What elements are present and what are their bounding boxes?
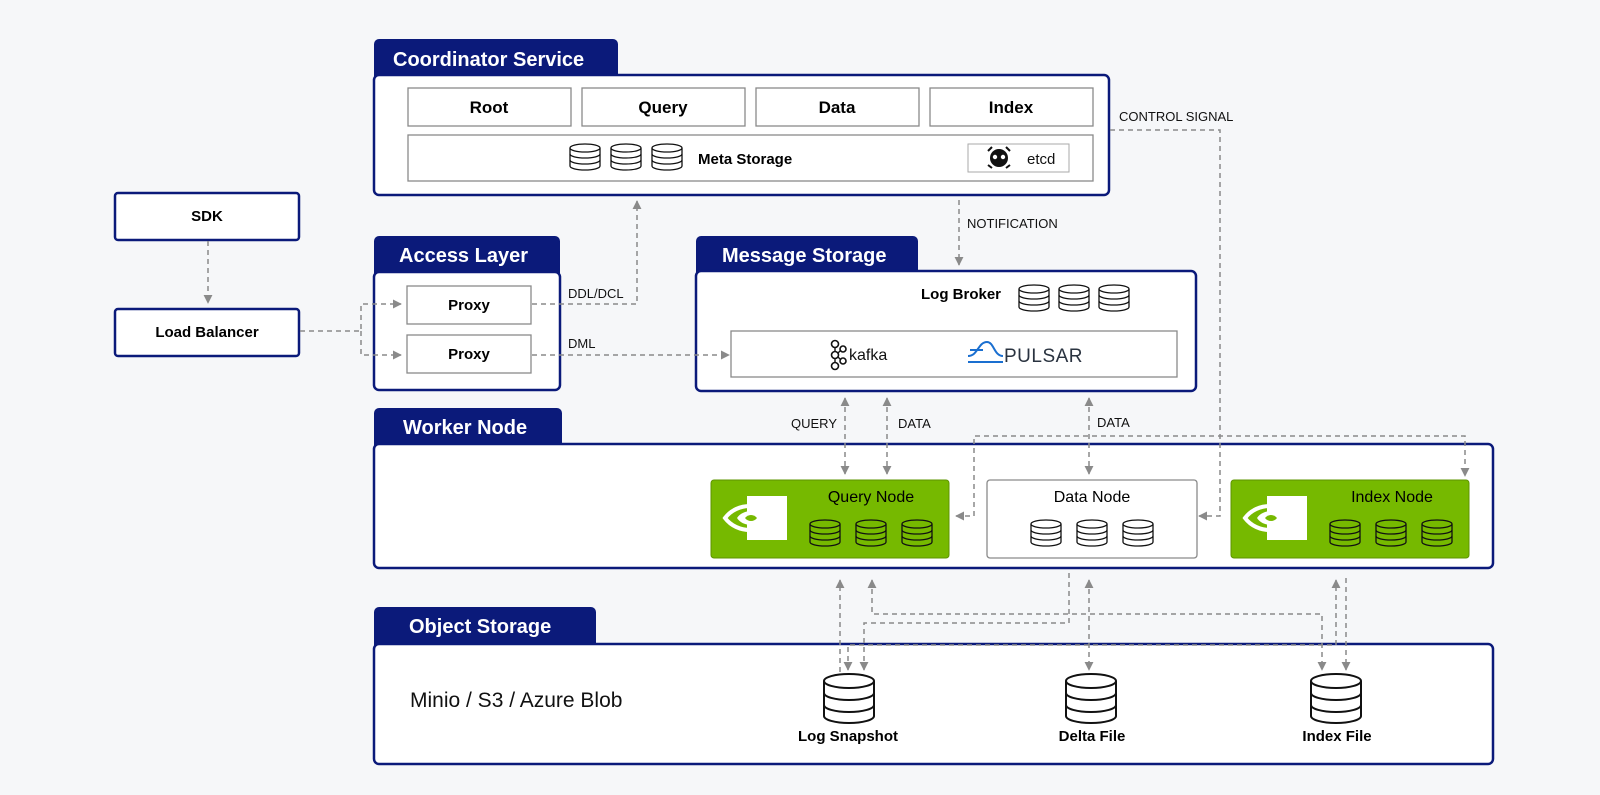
broker-options-box: [730, 330, 1178, 378]
proxy-label-2: Proxy: [448, 346, 490, 363]
query-node-data-label: DATA: [898, 416, 931, 431]
notification-label: NOTIFICATION: [967, 216, 1058, 231]
nvidia-logo-icon: [1241, 494, 1309, 542]
nvidia-logo-icon: [721, 494, 789, 542]
message-title: Message Storage: [722, 245, 887, 267]
query-node-db-icon: [809, 519, 841, 547]
data-node-db-icon: [1030, 519, 1062, 547]
data-node-db-icon: [1122, 519, 1154, 547]
load-balancer-to-proxy-arrow: [300, 299, 402, 332]
dml-label: DML: [568, 336, 595, 351]
data-coordinator-label: Data: [819, 98, 856, 117]
index-node-db-icon: [1421, 519, 1453, 547]
object-storage-panel: Object Storage: [372, 607, 1495, 766]
access-layer-title: Access Layer: [399, 245, 528, 267]
index-file-label: Index File: [1302, 728, 1371, 745]
data-node-data-label: DATA: [1097, 415, 1130, 430]
etcd-label: etcd: [1027, 151, 1055, 168]
root-coordinator-box: [407, 87, 572, 127]
pulsar-label: PULSAR: [1004, 346, 1083, 367]
meta-storage-label: Meta Storage: [698, 151, 792, 168]
query-node-to-index-file-arrow: [843, 579, 1341, 671]
log-broker-db-icon: [1098, 284, 1130, 312]
etcd-box: [967, 143, 1070, 173]
ddl-dcl-label: DDL/DCL: [568, 286, 624, 301]
root-coordinator-label: Root: [470, 98, 509, 117]
load-balancer-label: Load Balancer: [155, 324, 259, 341]
index-coordinator-label: Index: [989, 98, 1034, 117]
delta-file-db-icon: [1065, 673, 1117, 724]
object-storage-provider-text: Minio / S3 / Azure Blob: [410, 689, 622, 712]
proxy-label-1: Proxy: [448, 297, 490, 314]
coordinator-title: Coordinator Service: [393, 49, 584, 71]
meta-storage-db-icon: [651, 143, 683, 171]
log-snapshot-db-icon: [823, 673, 875, 724]
query-node-db-icon: [855, 519, 887, 547]
worker-node-title: Worker Node: [403, 417, 527, 439]
index-node-db-icon: [1375, 519, 1407, 547]
query-index-node-link-arrow: [955, 435, 1470, 521]
index-node-db-icon: [1329, 519, 1361, 547]
query-coordinator-label: Query: [638, 98, 688, 117]
data-node-label: Data Node: [1054, 489, 1131, 506]
ddl-dcl-arrow: [532, 200, 642, 305]
delta-file-label: Delta File: [1059, 728, 1126, 745]
query-label: QUERY: [791, 416, 837, 431]
load-balancer-box: [113, 307, 301, 358]
meta-storage-db-icon: [610, 143, 642, 171]
meta-storage-db-icon: [569, 143, 601, 171]
data-node-db-icon: [1076, 519, 1108, 547]
sdk-box: [113, 191, 301, 242]
log-broker-label: Log Broker: [921, 286, 1001, 303]
sdk-label: SDK: [191, 208, 223, 225]
control-signal-label: CONTROL SIGNAL: [1119, 109, 1233, 124]
log-broker-db-icon: [1058, 284, 1090, 312]
log-snapshot-label: Log Snapshot: [798, 728, 898, 745]
query-coordinator-box: [581, 87, 746, 127]
kafka-label: kafka: [849, 347, 887, 364]
data-coordinator-box: [755, 87, 920, 127]
proxy-box-1: [406, 285, 532, 325]
query-node-label: Query Node: [828, 489, 914, 506]
etcd-logo-icon: [987, 146, 1011, 169]
kafka-logo-icon: [830, 339, 847, 371]
index-coordinator-box: [929, 87, 1094, 127]
log-broker-db-icon: [1018, 284, 1050, 312]
index-node-label: Index Node: [1351, 489, 1433, 506]
pulsar-logo-icon: [967, 340, 1004, 363]
index-file-db-icon: [1310, 673, 1362, 724]
object-storage-title: Object Storage: [409, 616, 551, 638]
proxy-box-2: [406, 334, 532, 374]
query-node-db-icon: [901, 519, 933, 547]
